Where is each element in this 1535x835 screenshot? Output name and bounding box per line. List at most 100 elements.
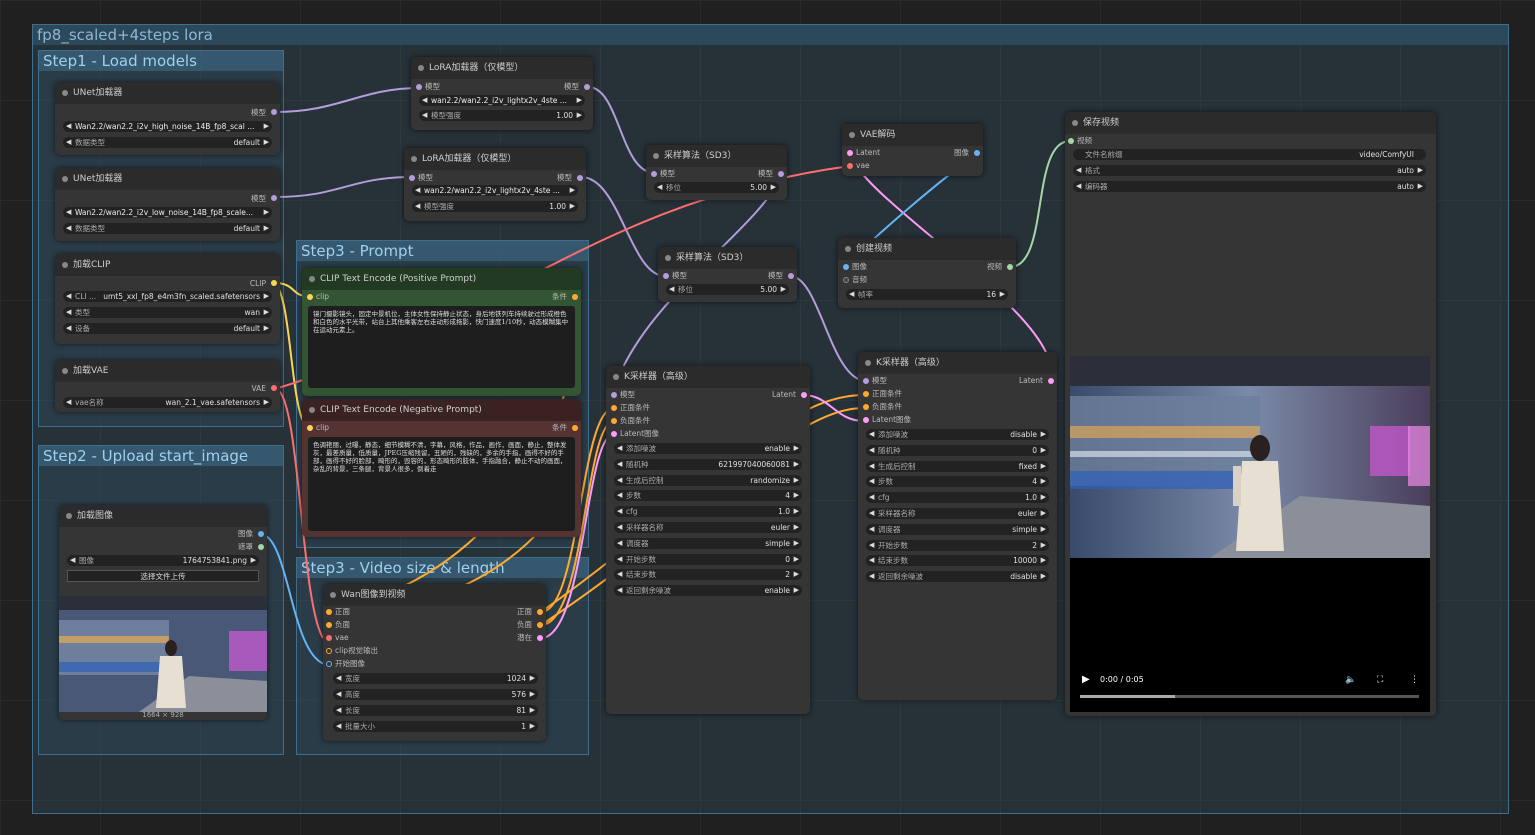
fullscreen-icon[interactable]: ⛶	[1377, 675, 1384, 685]
wan-image-to-video[interactable]: Wan图像到视频 正面 负面 vae clip视觉输出 开始图像 正面 负面 潜…	[323, 584, 546, 741]
node-title[interactable]: 采样算法（SD3）	[646, 145, 787, 167]
node-title[interactable]: CLIP Text Encode (Positive Prompt)	[302, 268, 581, 290]
input-socket-model[interactable]	[863, 378, 869, 384]
input-socket-model[interactable]	[663, 273, 669, 279]
input-socket-negative[interactable]	[326, 622, 332, 628]
input-socket-video[interactable]	[1068, 138, 1074, 144]
input-socket-clip[interactable]	[307, 425, 313, 431]
play-icon[interactable]: ▶	[1082, 674, 1090, 685]
input-socket-model[interactable]	[416, 84, 422, 90]
node-title[interactable]: CLIP Text Encode (Negative Prompt)	[302, 399, 581, 421]
output-socket-model[interactable]	[584, 84, 590, 90]
output-socket-video[interactable]	[1007, 264, 1013, 270]
lora-name-select[interactable]: wan2.2/wan2.2_i2v_lightx2v_4ste ...	[419, 95, 585, 106]
upload-file-button[interactable]: 选择文件上传	[67, 570, 259, 582]
ksampler-advanced-low[interactable]: K采样器（高级） 模型 正面条件 负面条件 Latent图像 Latent 添加…	[858, 352, 1057, 700]
clip-name-select[interactable]: CLI ...umt5_xxl_fp8_e4m3fn_scaled.safete…	[63, 291, 272, 302]
output-socket-model[interactable]	[271, 109, 277, 115]
model-sampling-sd3-low[interactable]: 采样算法（SD3） 模型 模型 移位5.00	[658, 247, 797, 302]
ksampler-widget-3[interactable]: 步数4	[614, 490, 802, 502]
lora-name-select[interactable]: wan2.2/wan2.2_i2v_lightx2v_4ste ...	[412, 185, 578, 196]
input-socket-latent[interactable]	[611, 431, 617, 437]
input-socket-model[interactable]	[611, 392, 617, 398]
vae-decode[interactable]: VAE解码 Latent vae 图像	[842, 124, 983, 176]
node-title[interactable]: 保存视频	[1065, 112, 1436, 134]
input-socket-clip-vision[interactable]	[326, 648, 332, 654]
output-socket-model[interactable]	[788, 273, 794, 279]
input-socket-vae[interactable]	[847, 163, 853, 169]
ksampler-advanced-high[interactable]: K采样器（高级） 模型 正面条件 负面条件 Latent图像 Latent 添加…	[606, 366, 810, 714]
output-socket-image[interactable]	[974, 150, 980, 156]
input-socket-model[interactable]	[409, 175, 415, 181]
node-title[interactable]: 创建视频	[838, 238, 1016, 260]
clip-text-encode-negative[interactable]: CLIP Text Encode (Negative Prompt) clip …	[302, 399, 581, 537]
lora-loader-high[interactable]: LoRA加载器（仅模型） 模型 模型 wan2.2/wan2.2_i2v_lig…	[411, 57, 593, 130]
unet-loader-low[interactable]: UNet加载器 模型 Wan2.2/wan2.2_i2v_low_noise_1…	[55, 168, 280, 241]
node-title[interactable]: LoRA加载器（仅模型）	[411, 57, 593, 79]
node-title[interactable]: 采样算法（SD3）	[658, 247, 797, 269]
output-socket-conditioning[interactable]	[572, 294, 578, 300]
unet-name-select[interactable]: Wan2.2/wan2.2_i2v_high_noise_14B_fp8_sca…	[63, 121, 272, 132]
node-title[interactable]: 加载图像	[59, 505, 267, 527]
input-socket-model[interactable]	[651, 171, 657, 177]
unet-name-select[interactable]: Wan2.2/wan2.2_i2v_low_noise_14B_fp8_scal…	[63, 207, 272, 218]
clip-loader[interactable]: 加载CLIP CLIP CLI ...umt5_xxl_fp8_e4m3fn_s…	[55, 254, 280, 344]
shift-input[interactable]: 移位5.00	[666, 284, 789, 295]
model-sampling-sd3-high[interactable]: 采样算法（SD3） 模型 模型 移位5.00	[646, 145, 787, 200]
input-socket-negative[interactable]	[611, 418, 617, 424]
output-socket-model[interactable]	[778, 171, 784, 177]
video-player[interactable]: ▶ 0:00 / 0:05 🔈 ⛶ ⋮	[1070, 356, 1430, 712]
shift-input[interactable]: 移位5.00	[654, 182, 779, 193]
node-title[interactable]: 加载VAE	[55, 360, 280, 382]
output-socket-latent[interactable]	[537, 635, 543, 641]
input-socket-negative[interactable]	[863, 404, 869, 410]
output-socket-model[interactable]	[271, 195, 277, 201]
output-socket-mask[interactable]	[258, 544, 264, 550]
output-socket-model[interactable]	[577, 175, 583, 181]
node-title[interactable]: LoRA加载器（仅模型）	[404, 148, 586, 170]
input-socket-clip[interactable]	[307, 294, 313, 300]
input-socket-positive[interactable]	[611, 405, 617, 411]
node-title[interactable]: K采样器（高级）	[858, 352, 1057, 374]
output-socket-negative[interactable]	[537, 622, 543, 628]
node-title[interactable]: VAE解码	[842, 124, 983, 146]
node-title[interactable]: 加载CLIP	[55, 254, 280, 276]
input-socket-audio[interactable]	[843, 277, 849, 283]
output-socket-conditioning[interactable]	[572, 425, 578, 431]
input-socket-latent[interactable]	[863, 417, 869, 423]
output-socket-clip[interactable]	[271, 280, 277, 286]
input-socket-vae[interactable]	[326, 635, 332, 641]
output-socket-latent[interactable]	[1048, 378, 1054, 384]
output-socket-image[interactable]	[258, 531, 264, 537]
node-title[interactable]: K采样器（高级）	[606, 366, 810, 388]
volume-icon[interactable]: 🔈	[1345, 675, 1357, 685]
more-icon[interactable]: ⋮	[1410, 675, 1419, 685]
input-socket-latent[interactable]	[847, 150, 853, 156]
